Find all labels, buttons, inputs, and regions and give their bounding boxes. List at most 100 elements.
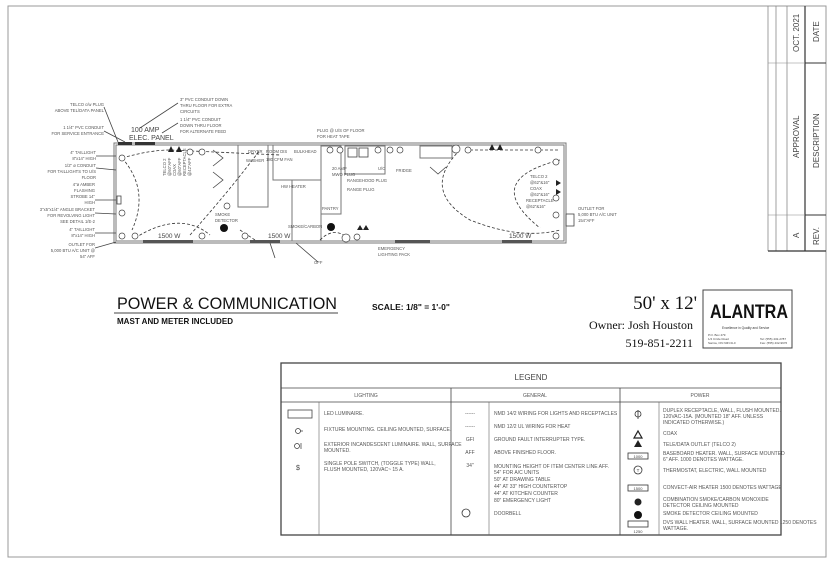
baseboard-heater-icon xyxy=(627,452,649,460)
duplex-receptacle-icon xyxy=(634,410,642,419)
callout-text: 1 1/4" PVC CONDUIT xyxy=(180,117,221,122)
label-text: T xyxy=(637,468,640,473)
switch-icon: $ xyxy=(296,465,300,472)
label-text: 1500 xyxy=(634,486,644,491)
label-text: Fax: (555) 432-9976 xyxy=(760,341,788,345)
revision-letter: A xyxy=(792,232,801,238)
vertical-telco-labels: TELCO 2 @60"AFF COAX @60"AFF RECEPTACLE … xyxy=(162,148,192,176)
label-text: GROUND FAULT INTERRUPTER TYPE. xyxy=(494,437,585,443)
callout-text: FLASHING xyxy=(74,188,95,193)
label-text: @62"&16" xyxy=(530,180,550,185)
callout-text: FOR TAILLIGHTS TO U/S xyxy=(47,169,96,174)
label-text: Tel: (555) 432-2787 xyxy=(760,337,786,341)
callout-text: FOR REVOLVING LIGHT xyxy=(47,213,95,218)
callout-text: ABOVE TEL/DATA PANEL xyxy=(55,108,105,113)
electrical-panel xyxy=(135,142,155,145)
top-callouts: 3" PVC CONDUIT DOWN THRU FLOOR FOR EXTRA… xyxy=(180,97,365,139)
label-text: NMD 14/2 WIRING FOR LIGHTS AND RECEPTACL… xyxy=(494,411,618,417)
label-text: @60"AFF xyxy=(177,157,182,176)
callout-text: FOR SERVICE ENTRANCE xyxy=(51,131,104,136)
label-text: EXTERIOR INCANDESCENT LUMINAIRE. WALL, S… xyxy=(324,442,462,448)
label-text: SMOKE xyxy=(215,212,230,217)
label-text: 80" EMERGENCY LIGHT xyxy=(494,498,551,504)
label-text: BASEBOARD HEATER. WALL, SURFACE MOUNTED xyxy=(663,451,785,457)
label-text: PANTRY xyxy=(322,206,339,211)
drawing-scale: SCALE: 1/8" = 1'-0" xyxy=(372,302,450,312)
label-text: DETECTOR xyxy=(215,218,238,223)
smoke-co-detector-icon xyxy=(634,498,642,506)
callout-text: HIGH xyxy=(85,200,95,205)
label-text: P.O. Box 479 xyxy=(708,333,726,337)
label-text: FIXTURE MOUNTING. CEILING MOUNTED, SURFA… xyxy=(324,427,451,433)
label-text: 44" AT 33" HIGH COUNTERTOP xyxy=(494,484,568,490)
lighting-header: LIGHTING xyxy=(354,393,378,399)
label-text: @42"AFF xyxy=(187,157,192,176)
label-text: RANGE PLUG xyxy=(347,187,374,192)
label-text: @62"&16" xyxy=(530,192,550,197)
led-luminaire-icon xyxy=(287,409,313,419)
label-text: SMOKE/CARBON xyxy=(288,224,322,229)
label-text: 1000 xyxy=(634,454,644,459)
label-text: 44" AT KITCHEN COUNTER xyxy=(494,491,558,497)
label-text: INDICATED OTHERWISE.) xyxy=(663,420,725,426)
label-text: WATTAGE. xyxy=(663,526,688,532)
label-text: WASHER xyxy=(246,158,264,163)
label-text: LED LUMINAIRE. xyxy=(324,411,364,417)
label-text: 34" xyxy=(466,463,474,469)
label-text: THERMOSTAT, ELECTRIC, WALL MOUNTED xyxy=(663,468,767,474)
label-text: 20 AMP xyxy=(332,166,347,171)
door-swing xyxy=(269,242,319,263)
legend: LEGEND LIGHTING GENERAL POWER $ LED LUMI… xyxy=(280,362,817,536)
callout-text: DOWN THRU FLOOR xyxy=(180,123,222,128)
label-text: 5,000 BTU A/C UNIT xyxy=(578,212,617,217)
label-text: NMD 12/2 UL WIRING FOR HEAT xyxy=(494,424,570,430)
label-text: SINGLE POLE SWITCH, (TOGGLE TYPE) WALL, xyxy=(324,461,436,467)
panel-label: ELEC. PANEL xyxy=(129,135,174,142)
baseboard-heater xyxy=(502,240,532,243)
label-text: HW HEATER xyxy=(281,184,306,189)
label-text: EMERGENCY xyxy=(378,246,405,251)
label-text: 6" AFF. 1000 DENOTES WATTAGE. xyxy=(663,457,744,463)
wiring-run xyxy=(239,229,351,241)
room-labels: DRYER WASHER ROOM DIS 180 CFM FAN BULKHE… xyxy=(215,149,617,265)
floor-plan: TELCO c/w PLUG ABOVE TEL/DATA PANEL 1 1/… xyxy=(40,97,618,265)
leader-lines xyxy=(139,102,179,134)
tele-data-icon xyxy=(634,440,642,447)
receptacles xyxy=(118,144,560,243)
label-text: COAX xyxy=(530,186,542,191)
sheet-border xyxy=(7,5,827,558)
callout-text: FLOOR xyxy=(82,175,96,180)
label-text: BULKHEAD xyxy=(294,149,317,154)
callout-text: CIRCUITS xyxy=(180,109,200,114)
label-text: DVS WALL HEATER. WALL, SURFACE MOUNTED 1… xyxy=(663,520,817,526)
title-block: OCT. 2021 DATE APPROVAL DESCRIPTION A RE… xyxy=(767,6,826,252)
kitchen-counter xyxy=(344,145,386,175)
label-text: MWO PLUG xyxy=(332,172,355,177)
label-text: RECEPTACLE xyxy=(182,148,187,176)
callout-text: 3"x5"x1/4" ANGLE BRACKET xyxy=(40,207,96,212)
callout-text: OUTLET FOR xyxy=(69,242,95,247)
label-text: LIGHTING PACK xyxy=(378,252,410,257)
emergency-light-icon xyxy=(357,225,369,230)
wiring-12-2-symbol: ------ xyxy=(465,424,475,430)
owner-name: Owner: Josh Houston xyxy=(589,318,693,332)
trailer-size: 50' x 12' xyxy=(633,293,697,314)
baseboard-heater xyxy=(395,240,430,243)
revision-date: OCT. 2021 xyxy=(792,13,801,52)
callout-text: 54" AFF xyxy=(80,254,95,259)
label-text: CONVECT-AIR HEATER 1500 DENOTES WATTAGE xyxy=(663,485,782,491)
callout-text: 4" TAILLIGHT xyxy=(69,227,95,232)
label-text: COAX xyxy=(172,164,177,176)
label-text: MOUNTED. xyxy=(324,448,351,454)
callout-text: 3" PVC CONDUIT DOWN xyxy=(180,97,228,102)
convect-air-heater-icon xyxy=(627,484,649,492)
legend-title: LEGEND xyxy=(515,373,548,382)
label-text: FRIDGE xyxy=(396,168,412,173)
callout-text: THRU FLOOR FOR EXTRA xyxy=(180,103,233,108)
coax-icon xyxy=(632,429,644,439)
label-text: 180 CFM FAN xyxy=(266,157,293,162)
label-text: DETECTOR CEILING MOUNTED xyxy=(663,503,739,509)
label-text: RANGEHOOD PLUG xyxy=(347,178,387,183)
label-text: AFF xyxy=(465,450,474,456)
